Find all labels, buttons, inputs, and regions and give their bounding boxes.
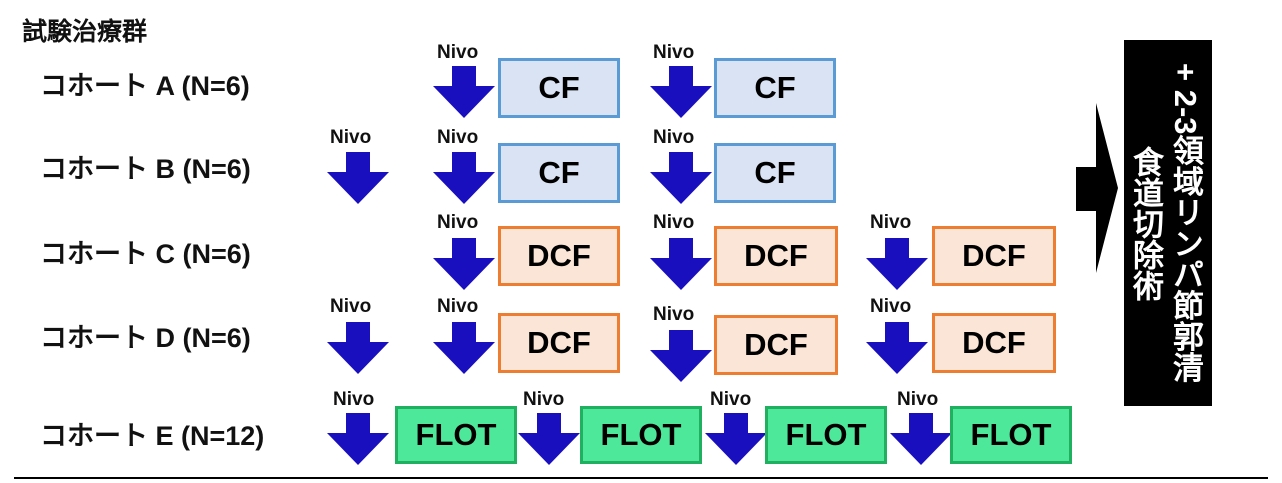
cohort-b-label: コホート B (N=6) xyxy=(40,154,251,184)
flot-regimen-box: FLOT xyxy=(765,406,887,464)
down-arrow-icon xyxy=(433,152,495,204)
section-title: 試験治療群 xyxy=(22,18,148,46)
cohort-e-label: コホート E (N=12) xyxy=(40,421,265,451)
cohort-a-label: コホート A (N=6) xyxy=(40,71,250,101)
cf-regimen-box: CF xyxy=(714,143,836,203)
flot-regimen-box: FLOT xyxy=(395,406,517,464)
cf-regimen-box: CF xyxy=(714,58,836,118)
surgery-text-line2: + 2-3領域リンパ節郭清 xyxy=(1168,63,1203,383)
nivo-label: Nivo xyxy=(870,212,912,233)
down-arrow-icon xyxy=(650,152,712,204)
nivo-label: Nivo xyxy=(653,212,695,233)
nivo-label: Nivo xyxy=(897,389,939,410)
nivo-label: Nivo xyxy=(333,389,375,410)
dcf-regimen-box: DCF xyxy=(932,226,1056,286)
dcf-regimen-box: DCF xyxy=(932,313,1056,373)
nivo-label: Nivo xyxy=(710,389,752,410)
nivo-label: Nivo xyxy=(437,42,479,63)
cf-regimen-box: CF xyxy=(498,58,620,118)
dcf-regimen-box: DCF xyxy=(714,226,838,286)
down-arrow-icon xyxy=(327,322,389,374)
surgery-box: 食道切除術 + 2-3領域リンパ節郭清 xyxy=(1124,40,1212,406)
down-arrow-icon xyxy=(866,238,928,290)
right-arrow-icon xyxy=(1076,103,1118,273)
down-arrow-icon xyxy=(433,238,495,290)
dcf-regimen-box: DCF xyxy=(714,315,838,375)
flot-regimen-box: FLOT xyxy=(950,406,1072,464)
surgery-text-line1: 食道切除術 xyxy=(1128,145,1163,301)
nivo-label: Nivo xyxy=(330,296,372,317)
nivo-label: Nivo xyxy=(330,127,372,148)
down-arrow-icon xyxy=(705,413,767,465)
nivo-label: Nivo xyxy=(653,304,695,325)
down-arrow-icon xyxy=(650,238,712,290)
cohort-d-label: コホート D (N=6) xyxy=(40,323,251,353)
cf-regimen-box: CF xyxy=(498,143,620,203)
dcf-regimen-box: DCF xyxy=(498,313,620,373)
down-arrow-icon xyxy=(650,330,712,382)
nivo-label: Nivo xyxy=(523,389,565,410)
dcf-regimen-box: DCF xyxy=(498,226,620,286)
nivo-label: Nivo xyxy=(653,42,695,63)
cohort-c-label: コホート C (N=6) xyxy=(40,239,251,269)
baseline-divider xyxy=(14,477,1268,479)
down-arrow-icon xyxy=(433,322,495,374)
nivo-label: Nivo xyxy=(437,127,479,148)
nivo-label: Nivo xyxy=(437,212,479,233)
nivo-label: Nivo xyxy=(437,296,479,317)
down-arrow-icon xyxy=(433,66,495,118)
down-arrow-icon xyxy=(866,322,928,374)
down-arrow-icon xyxy=(518,413,580,465)
down-arrow-icon xyxy=(327,413,389,465)
flot-regimen-box: FLOT xyxy=(580,406,702,464)
down-arrow-icon xyxy=(327,152,389,204)
down-arrow-icon xyxy=(890,413,952,465)
nivo-label: Nivo xyxy=(870,296,912,317)
down-arrow-icon xyxy=(650,66,712,118)
nivo-label: Nivo xyxy=(653,127,695,148)
